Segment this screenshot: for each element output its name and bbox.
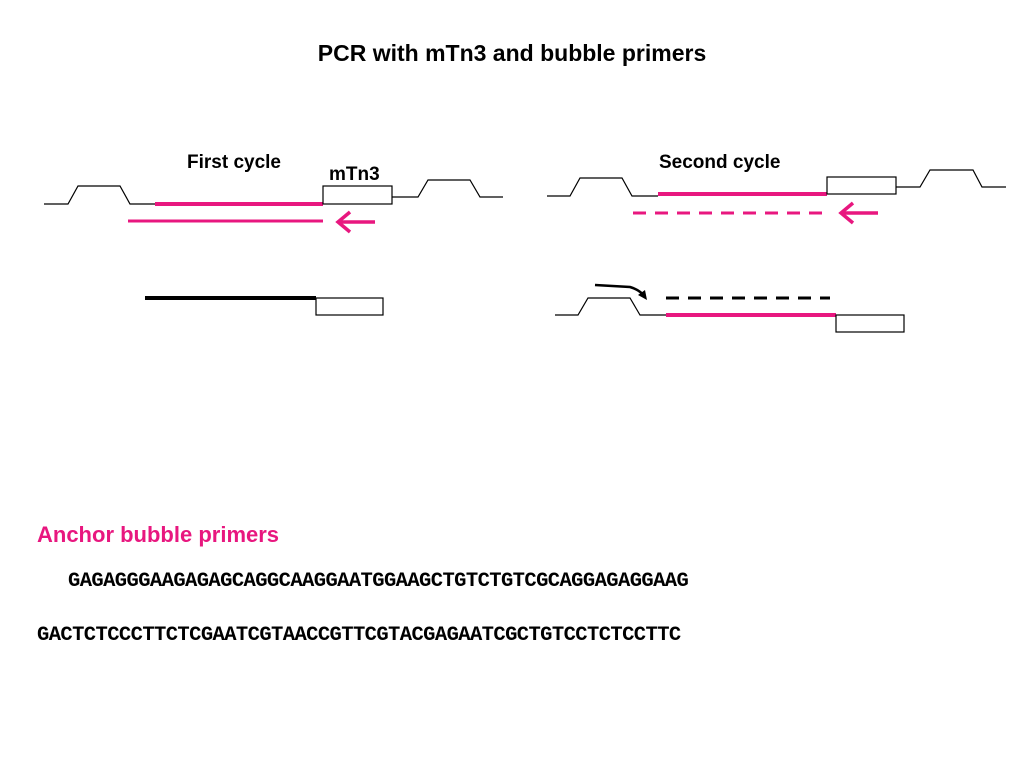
first-cycle-primer-arrow: [335, 210, 375, 234]
first-cycle-label: First cycle: [187, 152, 281, 173]
first-cycle-genomic-left: [44, 185, 155, 205]
first-cycle-mtn3-box: [322, 185, 393, 205]
pcr-diagram: First cycle mTn3 Second cycle: [44, 152, 1006, 333]
second-cycle-mtn3-box: [826, 176, 897, 195]
second-cycle-product-mtn3-box: [835, 314, 905, 333]
mtn3-label: mTn3: [329, 164, 380, 185]
second-cycle-label: Second cycle: [659, 152, 780, 173]
first-cycle-product-mtn3-box: [315, 297, 384, 316]
anchor-primers-heading: Anchor bubble primers: [37, 522, 280, 547]
bubble-primer-arrow: [594, 283, 647, 300]
page-title: PCR with mTn3 and bubble primers: [317, 40, 707, 66]
second-cycle-genomic-left: [547, 177, 658, 197]
anchor-primer-sequence-1: GAGAGGGAAGAGAGCAGGCAAGGAATGGAAGCTGTCTGTC…: [68, 570, 689, 593]
second-cycle-primer-arrow: [838, 201, 878, 225]
first-cycle-genomic-right: [392, 179, 503, 198]
anchor-primer-sequence-2: GACTCTCCCTTCTCGAATCGTAACCGTTCGTACGAGAATC…: [37, 624, 681, 647]
second-cycle-product-bubble: [555, 297, 666, 316]
second-cycle-genomic-right: [896, 169, 1006, 188]
